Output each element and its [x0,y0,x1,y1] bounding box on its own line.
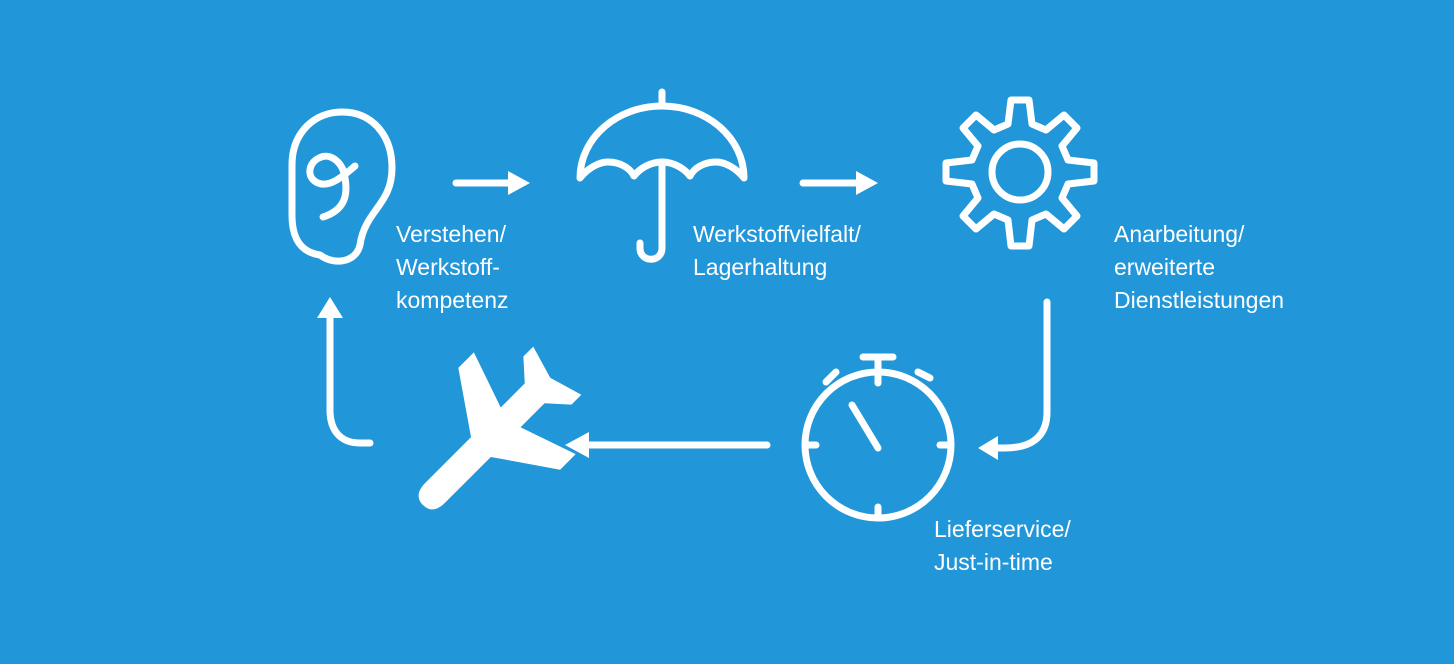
step-label-line: Dienstleistungen [1114,287,1285,313]
arrowhead-right-1 [508,171,530,195]
step-label-line: Verstehen/ [396,221,506,247]
arrowhead-right-2 [856,171,878,195]
airplane-icon [418,346,582,510]
step-label-line: erweiterte [1114,254,1215,280]
step-label-line: Lagerhaltung [693,254,828,280]
step-label-line: Werkstoffvielfalt/ [693,221,861,247]
step-label-line: Just-in-time [934,549,1053,575]
arrowhead-left-stopwatch [978,436,998,460]
ear-icon [288,108,396,265]
step-label-line: Werkstoff- [396,254,500,280]
step-label-processing: Anarbeitung/ erweiterte Dienstleistungen [1114,218,1284,317]
gear-icon [942,96,1098,250]
arrowhead-up-ear [317,297,343,318]
step-label-line: Lieferservice/ [934,516,1071,542]
step-label-line: Anarbeitung/ [1114,221,1245,247]
step-label-understanding: Verstehen/ Werkstoff- kompetenz [396,218,509,317]
step-label-material-variety: Werkstoffvielfalt/ Lagerhaltung [693,218,861,284]
arrow-down-left [990,298,1051,452]
umbrella-icon [576,88,748,263]
step-label-delivery: Lieferservice/ Just-in-time [934,513,1071,579]
stopwatch-icon [801,353,955,522]
arrow-up-left [326,314,374,447]
step-label-line: kompetenz [396,287,509,313]
arrowhead-left-plane [565,432,589,458]
